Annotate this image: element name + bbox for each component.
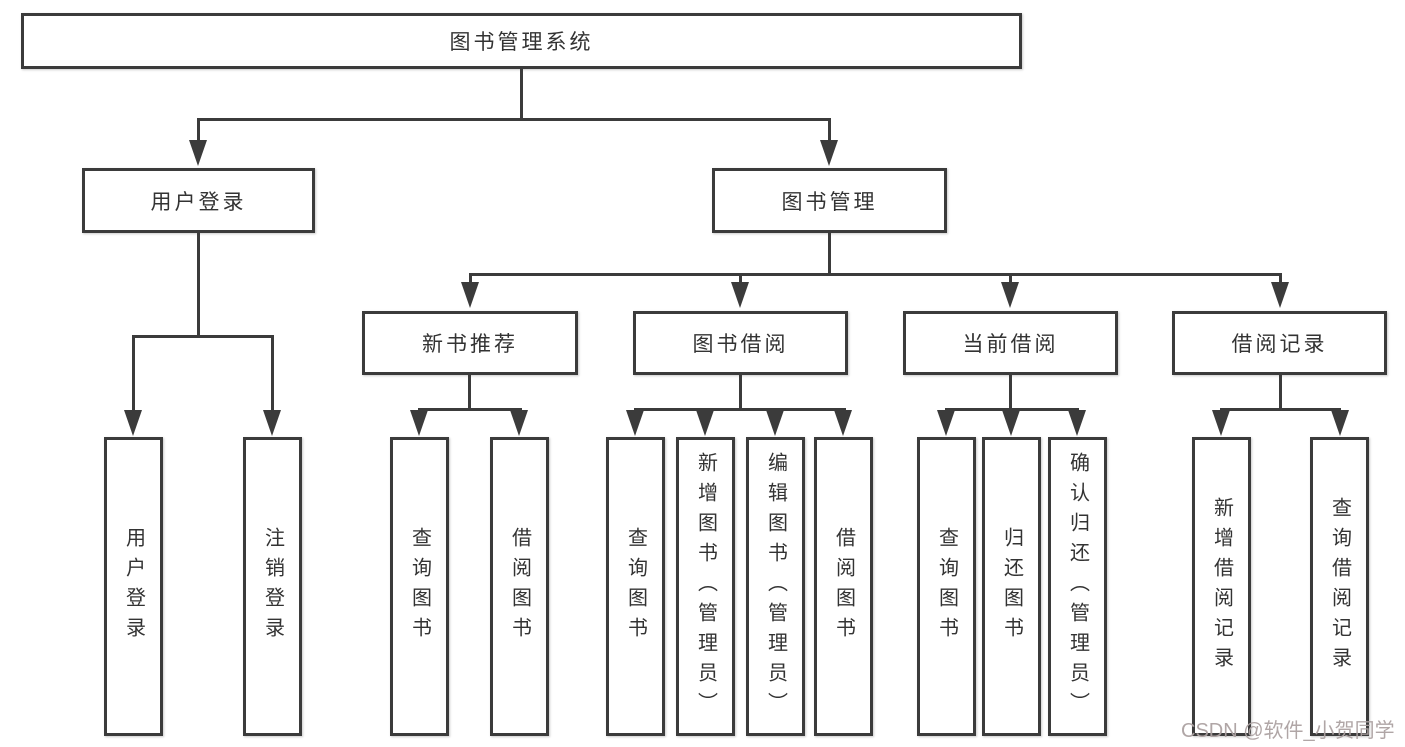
leaf-query-book-1: 查询图书	[390, 437, 449, 736]
node-root: 图书管理系统	[21, 13, 1022, 69]
arrowhead-down-icon	[1001, 282, 1019, 308]
arrowhead-down-icon	[731, 282, 749, 308]
node-book-borrow: 图书借阅	[633, 311, 848, 375]
connector-book-mgmt-stem	[828, 233, 831, 275]
connector-borrow-record-stem	[1279, 375, 1282, 410]
leaf-borrow-book-1: 借阅图书	[490, 437, 549, 736]
node-user-login: 用户登录	[82, 168, 315, 233]
leaf-add-borrow-record-label: 新增借阅记录	[1210, 496, 1233, 677]
connector-book-borrow-bar	[634, 408, 846, 411]
node-borrow-record: 借阅记录	[1172, 311, 1387, 375]
leaf-confirm-return: 确认归还（管理员）	[1048, 437, 1107, 736]
leaf-query-book-3-label: 查询图书	[935, 526, 958, 647]
csdn-watermark: CSDN @软件_小贺同学	[1181, 720, 1395, 742]
leaf-query-borrow-record: 查询借阅记录	[1310, 437, 1369, 736]
arrowhead-down-icon	[189, 140, 207, 166]
arrowhead-down-icon	[820, 140, 838, 166]
arrowhead-down-icon	[1002, 410, 1020, 436]
node-user-login-label: 用户登录	[150, 190, 247, 214]
connector-level3-bar	[469, 273, 1282, 276]
connector-new-book-bar	[418, 408, 522, 411]
leaf-query-book-1-label: 查询图书	[408, 526, 431, 647]
leaf-confirm-return-label: 确认归还（管理员）	[1066, 451, 1089, 722]
connector-drop	[1009, 273, 1012, 287]
leaf-logout: 注销登录	[243, 437, 302, 736]
leaf-user-login-label: 用户登录	[122, 526, 145, 647]
connector-drop	[1279, 273, 1282, 287]
leaf-query-book-2: 查询图书	[606, 437, 665, 736]
node-current-borrow-label: 当前借阅	[962, 333, 1059, 356]
arrowhead-down-icon	[937, 410, 955, 436]
leaf-add-borrow-record: 新增借阅记录	[1192, 437, 1251, 736]
leaf-return-book-label: 归还图书	[1000, 526, 1023, 647]
connector-drop	[132, 335, 135, 411]
leaf-logout-label: 注销登录	[261, 526, 284, 647]
connector-drop	[469, 273, 472, 287]
arrowhead-down-icon	[1212, 410, 1230, 436]
arrowhead-down-icon	[766, 410, 784, 436]
node-book-management: 图书管理	[712, 168, 947, 233]
connector-book-mgmt-drop	[828, 118, 831, 146]
connector-borrow-record-bar	[1220, 408, 1341, 411]
leaf-query-borrow-record-label: 查询借阅记录	[1328, 496, 1351, 677]
arrowhead-down-icon	[1331, 410, 1349, 436]
node-book-borrow-label: 图书借阅	[692, 333, 789, 356]
connector-user-login-stem	[197, 233, 200, 335]
connector-new-book-stem	[468, 375, 471, 410]
connector-user-login-bar	[132, 335, 274, 338]
connector-book-borrow-stem	[739, 375, 742, 410]
connector-drop	[271, 335, 274, 411]
leaf-edit-book-label: 编辑图书（管理员）	[764, 451, 787, 722]
leaf-borrow-book-2-label: 借阅图书	[832, 526, 855, 647]
arrowhead-down-icon	[510, 410, 528, 436]
leaf-query-book-3: 查询图书	[917, 437, 976, 736]
node-book-management-label: 图书管理	[781, 190, 878, 214]
connector-current-borrow-stem	[1009, 375, 1012, 410]
leaf-return-book: 归还图书	[982, 437, 1041, 736]
arrowhead-down-icon	[1068, 410, 1086, 436]
arrowhead-down-icon	[410, 410, 428, 436]
connector-user-login-drop	[197, 118, 200, 146]
leaf-query-book-2-label: 查询图书	[624, 526, 647, 647]
leaf-borrow-book-1-label: 借阅图书	[508, 526, 531, 647]
arrowhead-down-icon	[461, 282, 479, 308]
connector-drop	[739, 273, 742, 287]
node-borrow-record-label: 借阅记录	[1231, 333, 1328, 356]
connector-root-stem	[520, 69, 523, 118]
arrowhead-down-icon	[263, 410, 281, 436]
leaf-borrow-book-2: 借阅图书	[814, 437, 873, 736]
arrowhead-down-icon	[834, 410, 852, 436]
leaf-user-login: 用户登录	[104, 437, 163, 736]
arrowhead-down-icon	[626, 410, 644, 436]
node-new-book-recommend-label: 新书推荐	[422, 333, 518, 356]
leaf-add-book: 新增图书（管理员）	[676, 437, 735, 736]
arrowhead-down-icon	[1271, 282, 1289, 308]
node-root-label: 图书管理系统	[449, 31, 594, 54]
leaf-edit-book: 编辑图书（管理员）	[746, 437, 805, 736]
arrowhead-down-icon	[696, 410, 714, 436]
arrowhead-down-icon	[124, 410, 142, 436]
node-current-borrow: 当前借阅	[903, 311, 1118, 375]
connector-current-borrow-bar	[945, 408, 1079, 411]
node-new-book-recommend: 新书推荐	[362, 311, 578, 375]
leaf-add-book-label: 新增图书（管理员）	[694, 451, 717, 722]
connector-level2-bar	[197, 118, 831, 121]
